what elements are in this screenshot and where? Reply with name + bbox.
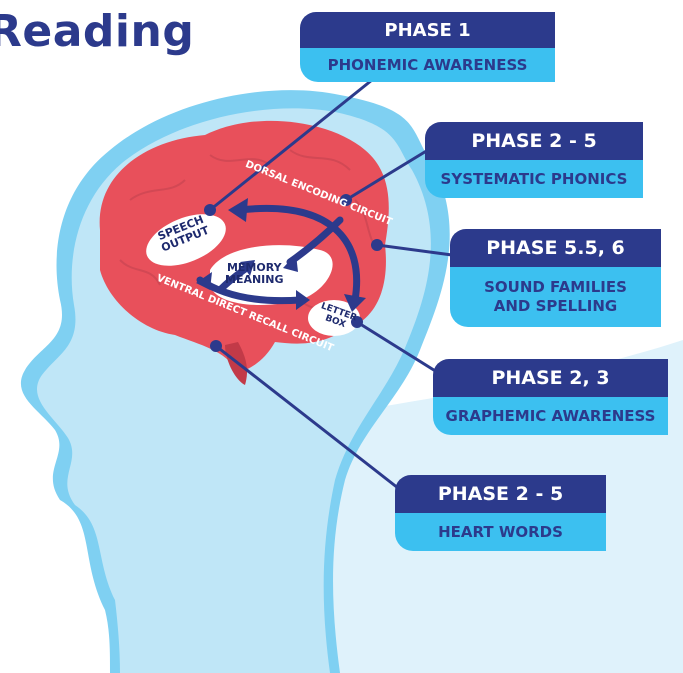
phase-description: HEART WORDS [395, 513, 606, 551]
phase-box-systematic-phonics: PHASE 2 - 5 SYSTEMATIC PHONICS [425, 122, 643, 198]
phase-box-phonemic-awareness: PHASE 1 PHONEMIC AWARENESS [300, 12, 555, 82]
memory-meaning-label: MEMORY MEANING [225, 261, 284, 287]
connector-dots [204, 194, 383, 352]
letter-box-bubble [308, 300, 360, 336]
phase-description: GRAPHEMIC AWARENESS [433, 397, 668, 435]
phase-label: PHASE 5.5, 6 [450, 229, 661, 267]
phase-box-sound-families: PHASE 5.5, 6 SOUND FAMILIES AND SPELLING [450, 229, 661, 327]
phase-description: PHONEMIC AWARENESS [300, 48, 555, 82]
speech-output-bubble [146, 214, 226, 266]
phase-box-graphemic-awareness: PHASE 2, 3 GRAPHEMIC AWARENESS [433, 359, 668, 435]
connector-lines [209, 78, 453, 490]
phase-label: PHASE 2 - 5 [425, 122, 643, 160]
phase-box-heart-words: PHASE 2 - 5 HEART WORDS [395, 475, 606, 551]
phase-description: SOUND FAMILIES AND SPELLING [450, 267, 661, 327]
arrow-heads [196, 198, 366, 312]
phase-label: PHASE 1 [300, 12, 555, 48]
phase-label: PHASE 2, 3 [433, 359, 668, 397]
phase-label: PHASE 2 - 5 [395, 475, 606, 513]
phase-description: SYSTEMATIC PHONICS [425, 160, 643, 198]
page-title: Reading [0, 6, 195, 57]
memory-meaning-bubble [210, 245, 333, 305]
